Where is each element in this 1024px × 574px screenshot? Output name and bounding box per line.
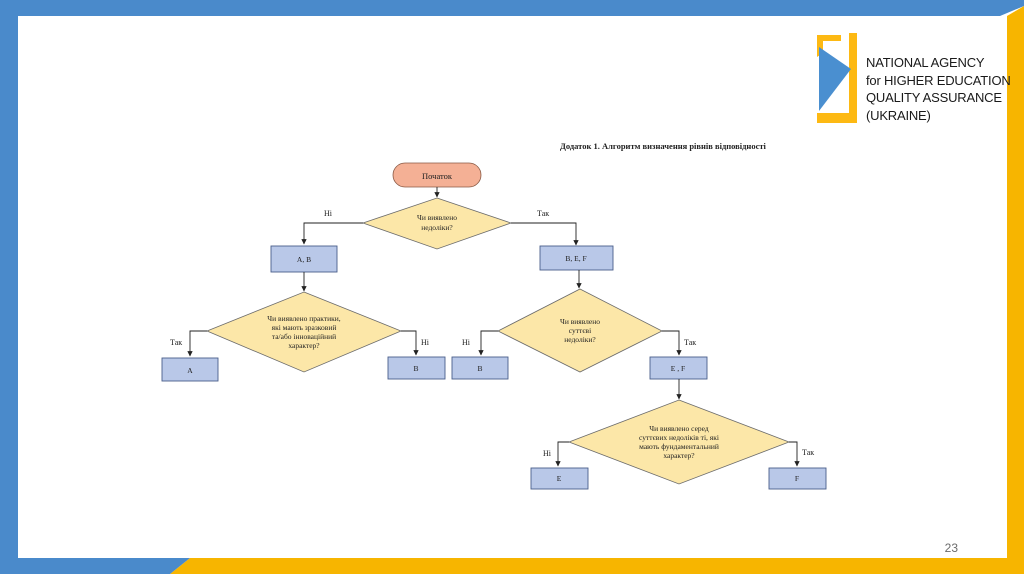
agency-name-line: (UKRAINE): [866, 107, 931, 123]
box-bef: В, Е, F: [539, 245, 614, 271]
agency-name-line: QUALITY ASSURANCE: [866, 90, 1002, 105]
decision-4-line: мають фундаментальний: [639, 442, 719, 451]
edge-label-d2-yes: Так: [170, 338, 182, 347]
decision-1: Чи виявлено недоліки?: [361, 197, 513, 250]
edge-label-d2-no: Ні: [421, 338, 430, 347]
edge-label-d1-yes: Так: [537, 209, 549, 218]
decision-4-line: суттєвих недоліків ті, які: [639, 433, 719, 442]
box-ab-label: А, В: [297, 255, 311, 264]
decision-2-line: та/або інноваційний: [272, 332, 336, 341]
edge-label-d1-no: Ні: [324, 209, 333, 218]
box-ef-label: Е , F: [671, 364, 685, 373]
start-node: Початок: [392, 162, 482, 188]
start-label: Початок: [422, 171, 453, 181]
connector: [478, 330, 498, 356]
frame-bottom-blue: [0, 558, 190, 574]
decision-2-line: Чи виявлено практики,: [267, 314, 341, 323]
connector: [301, 222, 363, 245]
connector: [662, 330, 682, 356]
frame-top-blue: [0, 0, 1024, 16]
agency-logo: [817, 33, 857, 123]
box-b-left-label: В: [413, 364, 418, 373]
decision-3-line: суттєві: [569, 326, 591, 335]
box-b-left: В: [387, 356, 446, 380]
box-e: Е: [530, 467, 589, 490]
decision-3-line: Чи виявлено: [560, 317, 600, 326]
decision-1-line: недоліки?: [421, 223, 453, 232]
connector: [187, 330, 207, 357]
diagram-title: Додаток 1. Алгоритм визначення рівнів ві…: [560, 141, 766, 151]
box-bef-label: В, Е, F: [565, 254, 586, 263]
connector: [555, 441, 569, 467]
box-ef: Е , F: [649, 356, 708, 380]
decision-1-line: Чи виявлено: [417, 213, 457, 222]
agency-name-line: NATIONAL AGENCY: [866, 55, 985, 70]
decision-2-line: характер?: [288, 341, 320, 350]
agency-name: NATIONAL AGENCY for HIGHER EDUCATION QUA…: [866, 54, 1011, 124]
decision-3: Чи виявлено суттєві недоліки?: [497, 288, 663, 373]
box-a-label: А: [187, 366, 193, 375]
decision-4: Чи виявлено серед суттєвих недоліків ті,…: [567, 399, 791, 485]
decision-4-line: Чи виявлено серед: [649, 424, 709, 433]
frame-bottom-yellow: [170, 558, 1024, 574]
frame-left-blue: [0, 0, 18, 574]
connector: [789, 441, 800, 467]
edge-label-d3-yes: Так: [684, 338, 696, 347]
connector: [511, 222, 579, 246]
box-b-middle: В: [451, 356, 509, 380]
decision-4-line: характер?: [663, 451, 695, 460]
edge-label-d3-no: Ні: [462, 338, 471, 347]
agency-name-line: for HIGHER EDUCATION: [866, 72, 1011, 88]
box-a: А: [161, 357, 219, 382]
box-ab: А, В: [270, 245, 338, 273]
edge-label-d4-yes: Так: [802, 448, 814, 457]
edge-label-d4-no: Ні: [543, 449, 552, 458]
connector: [401, 330, 419, 356]
decision-2: Чи виявлено практики, які мають зразкови…: [205, 291, 403, 373]
box-f: F: [768, 467, 827, 490]
decision-2-line: які мають зразковий: [272, 323, 337, 332]
slide-number: 23: [944, 541, 958, 555]
frame-right-yellow: [1007, 6, 1024, 574]
decision-3-line: недоліки?: [564, 335, 596, 344]
box-f-label: F: [795, 474, 799, 483]
box-b-middle-label: В: [477, 364, 482, 373]
box-e-label: Е: [557, 474, 562, 483]
